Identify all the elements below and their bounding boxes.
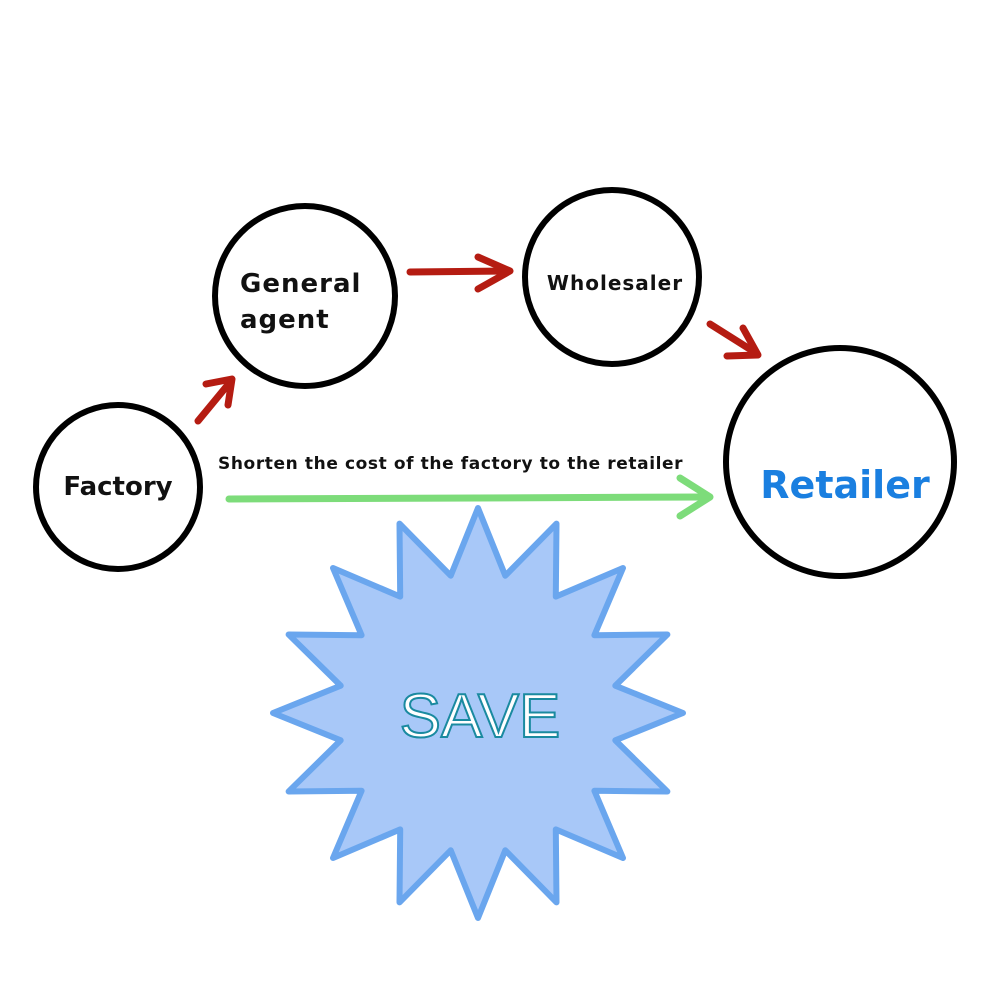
wholesaler-label: Wholesaler bbox=[547, 271, 683, 295]
arrow-factory-to-retailer bbox=[225, 474, 714, 520]
arrow-agent-to-wholesaler bbox=[406, 253, 514, 293]
retailer-node bbox=[723, 345, 957, 579]
direct-route-label: Shorten the cost of the factory to the r… bbox=[218, 454, 683, 474]
wholesaler-node bbox=[522, 187, 702, 367]
arrow-factory-to-agent bbox=[194, 375, 236, 425]
factory-node bbox=[33, 402, 203, 572]
retailer-label: Retailer bbox=[760, 463, 930, 507]
factory-label: Factory bbox=[63, 472, 172, 502]
save-starburst bbox=[270, 505, 686, 921]
general-agent-label-line2: agent bbox=[240, 305, 330, 335]
general-agent-label-line1: General bbox=[240, 269, 361, 299]
general-agent-node bbox=[212, 203, 398, 389]
save-label: SAVE bbox=[400, 682, 561, 751]
arrow-wholesaler-to-retailer bbox=[706, 320, 762, 360]
